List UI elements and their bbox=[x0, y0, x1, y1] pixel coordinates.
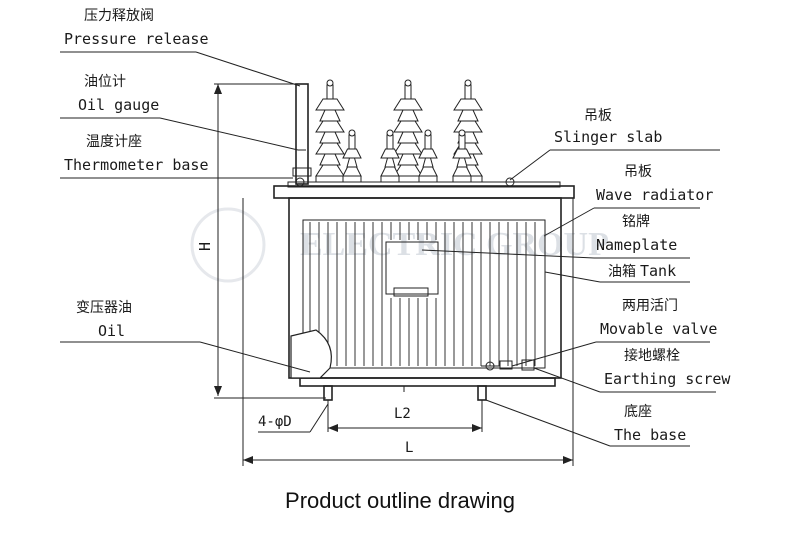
hv-bushing-1 bbox=[315, 79, 345, 183]
label-oil: Oil bbox=[98, 322, 125, 340]
label-oil-gauge: Oil gauge bbox=[78, 96, 159, 114]
label-earthing-screw-cn: 接地螺栓 bbox=[624, 347, 680, 364]
label-thermometer-base: Thermometer base bbox=[64, 156, 209, 174]
tank-bottom bbox=[299, 377, 556, 387]
lv-bushing-1 bbox=[342, 129, 362, 183]
label-slinger-slab: Slinger slab bbox=[554, 128, 662, 146]
label-movable-valve: Movable valve bbox=[600, 320, 717, 338]
valve-body bbox=[499, 360, 513, 370]
label-tank-cn: 油箱 bbox=[608, 264, 636, 280]
lv-bushing-3 bbox=[418, 129, 438, 183]
label-tank: Tank bbox=[640, 262, 676, 280]
dimension-holes: 4-φD bbox=[258, 414, 292, 430]
dimension-lines: H L2 L 4-φD bbox=[196, 83, 574, 466]
dimension-l2: L2 bbox=[394, 406, 411, 422]
label-the-base-cn: 底座 bbox=[624, 404, 652, 420]
earthing-screw bbox=[521, 359, 535, 371]
caption: Product outline drawing bbox=[285, 488, 515, 513]
label-nameplate-cn: 铭牌 bbox=[622, 213, 650, 230]
callouts-left: 压力释放阀 Pressure release 油位计 Oil gauge 温度计… bbox=[60, 8, 311, 373]
bushings bbox=[315, 79, 483, 183]
label-the-base: The base bbox=[614, 426, 686, 444]
label-movable-valve-cn: 两用活门 bbox=[622, 298, 678, 314]
slinger-slab-right bbox=[505, 177, 515, 187]
wave-radiator-zone bbox=[302, 219, 546, 369]
label-earthing-screw: Earthing screw bbox=[604, 370, 731, 388]
lv-bushing-4 bbox=[452, 129, 472, 183]
lv-bushing-2 bbox=[380, 129, 400, 183]
label-oil-cn: 变压器油 bbox=[76, 300, 132, 316]
nameplate-base bbox=[393, 287, 429, 297]
tank-cover bbox=[273, 185, 575, 199]
hv-bushing-2 bbox=[393, 79, 423, 183]
label-slinger-slab-cn: 吊板 bbox=[584, 108, 612, 124]
callouts-right: 吊板 Slinger slab 吊板 Wave radiator 铭牌 Name… bbox=[421, 108, 731, 447]
label-pressure-release-cn: 压力释放阀 bbox=[84, 8, 154, 24]
oil-cutaway bbox=[290, 329, 332, 379]
label-wave-radiator-cn: 吊板 bbox=[624, 164, 652, 180]
label-oil-gauge-cn: 油位计 bbox=[84, 74, 126, 90]
label-nameplate: Nameplate bbox=[596, 236, 677, 254]
thermometer-base bbox=[292, 167, 312, 177]
oil-gauge bbox=[295, 83, 309, 185]
label-thermometer-base-cn: 温度计座 bbox=[86, 134, 142, 150]
oil-gauge-column bbox=[292, 83, 312, 185]
dimension-h: H bbox=[196, 242, 214, 251]
label-wave-radiator: Wave radiator bbox=[596, 186, 713, 204]
base-foot-right bbox=[477, 385, 487, 401]
label-pressure-release: Pressure release bbox=[64, 30, 209, 48]
transformer-body bbox=[273, 181, 575, 401]
dimension-l: L bbox=[405, 440, 413, 456]
nameplate bbox=[385, 241, 439, 295]
